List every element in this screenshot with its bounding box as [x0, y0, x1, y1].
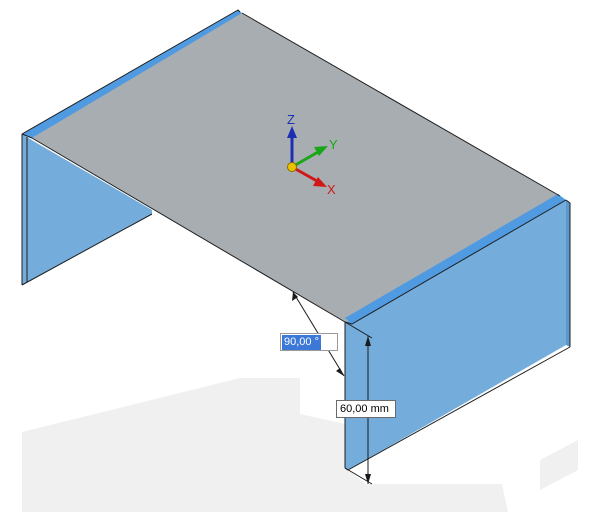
angle-arrow-bottom: [336, 368, 344, 376]
right-bend-edge[interactable]: [345, 194, 566, 324]
x-axis-label: X: [327, 182, 336, 197]
length-arrow-bottom: [365, 474, 371, 484]
angle-dimension-value[interactable]: 90,00 °: [282, 335, 321, 350]
origin-point-icon[interactable]: [287, 162, 297, 172]
length-dimension-value[interactable]: 60,00 mm: [340, 403, 389, 415]
model-edges: [21, 9, 571, 471]
length-dimension-input[interactable]: 60,00 mm: [336, 400, 396, 418]
left-flange-face[interactable]: [22, 134, 152, 285]
z-axis-label: Z: [287, 112, 295, 127]
z-axis-arrow-icon: [287, 126, 297, 138]
angle-dimension-input[interactable]: 90,00 °: [280, 333, 338, 351]
edge-top-back: [21, 9, 241, 135]
edge-right-bend: [344, 199, 567, 325]
y-axis-line: [291, 150, 319, 169]
edge-top-front: [31, 137, 346, 323]
length-extension-top: [344, 321, 373, 339]
edge-left-wall-bottom: [21, 213, 153, 286]
right-flange-thickness[interactable]: [566, 200, 570, 347]
y-axis-arrow-icon: [314, 146, 328, 156]
y-axis-label: Y: [329, 137, 338, 152]
shadow-right-strip: [540, 440, 578, 490]
edge-top-left-bend: [21, 133, 33, 139]
length-arrow-top: [365, 336, 371, 346]
left-flange-edge-face[interactable]: [22, 134, 27, 285]
x-axis-arrow-icon: [313, 177, 327, 187]
edge-right-wall-right: [565, 199, 571, 347]
shadow-shape: [22, 378, 508, 512]
angle-arrow-top: [292, 292, 298, 301]
right-flange-face[interactable]: [345, 198, 566, 470]
back-bend-edge[interactable]: [22, 10, 242, 138]
edge-top-right: [241, 12, 561, 197]
ground-shadow: [22, 378, 578, 512]
coordinate-triad[interactable]: Z Y X: [287, 112, 338, 197]
